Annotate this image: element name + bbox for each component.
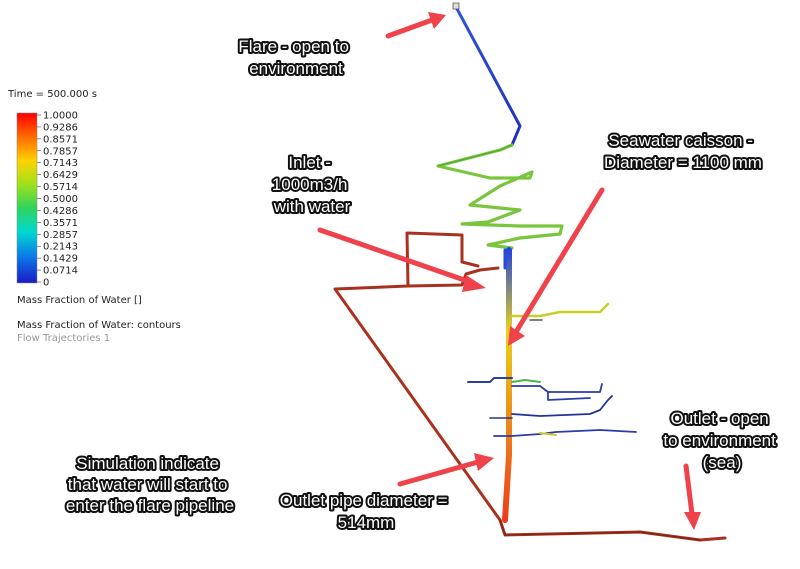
pipe-network [333,2,727,542]
arrow-outlet [683,463,701,530]
annotation-outlet-pipe: Outlet pipe diameter = 514mm [280,491,452,532]
legend-tick-label: 0.0714 [43,266,78,277]
riser-zigzag [436,143,564,250]
branch-blue-1 [467,377,513,383]
branch-blue-3 [511,395,613,417]
branch-lower-yellow [539,432,557,436]
legend-ticks: 1.00000.92860.85710.78570.71430.64290.57… [37,111,78,289]
legend-tick-label: 0.6429 [43,170,78,181]
arrow-caisson [508,187,605,346]
legend-tick-label: 0 [43,278,49,289]
legend-tick-label: 0.3571 [43,218,78,229]
legend-tick-label: 1.0000 [43,111,78,122]
caisson-pipe [502,247,512,523]
annotation-inlet: Inlet - 1000m3/h with water [272,153,352,216]
annotation-simulation: Simulation indicate that water will star… [66,454,234,515]
branch-green-1 [511,379,541,383]
legend-tick-label: 0.1429 [43,254,78,265]
arrow-flare [385,12,446,39]
legend-variable-label: Mass Fraction of Water [] [17,295,142,306]
outlet-pipe-shade [499,519,701,541]
flare-tip [452,2,460,10]
legend-tick-label: 0.2143 [43,242,78,253]
arrow-outlet-pipe [397,453,494,487]
legend-trajectory-name: Flow Trajectories 1 [17,333,110,344]
legend-tick-label: 0.5714 [43,182,78,193]
flare-pipe [454,5,522,147]
legend-tick-label: 0.7857 [43,146,78,157]
legend-tick-label: 0.2857 [43,230,78,241]
annotation-flare: Flare - open to environment [238,37,353,78]
branch-yellow [510,302,610,318]
legend-tick-label: 0.7143 [43,158,78,169]
legend-tick-label: 0.8571 [43,134,78,145]
legend-tick-label: 0.4286 [43,206,78,217]
legend-tick-label: 0.5000 [43,194,78,205]
annotation-arrows [317,12,701,530]
branch-lower [493,429,637,437]
riser-zigzag-shade [437,144,513,167]
legend-time: Time = 500.000 s [7,89,97,100]
legend-plot-name: Mass Fraction of Water: contours [17,320,181,331]
branch-blue-2 [511,383,603,401]
arrow-inlet [317,227,486,292]
annotation-outlet: Outlet - open to environment (sea) [663,409,780,472]
legend-tick-label: 0.9286 [43,122,78,133]
annotation-caisson: Seawater caisson - Diameter = 1100 mm [604,131,762,172]
annotations: Flare - open to environment Seawater cai… [64,35,780,534]
legend: Time = 500.000 s 1.00000.92860.85710.785… [7,89,181,344]
legend-colorbar [16,112,38,284]
